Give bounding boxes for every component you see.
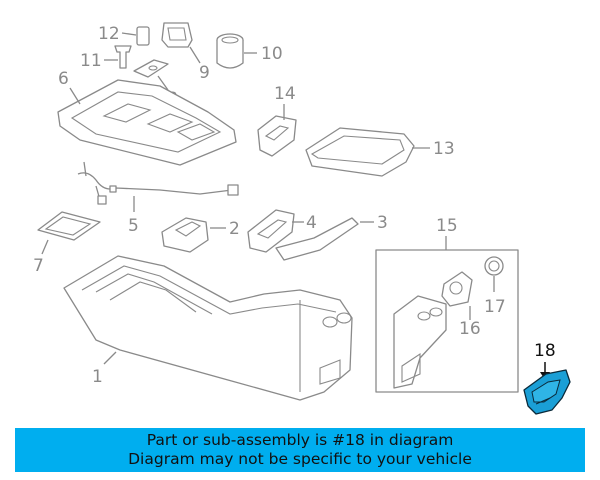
- callout-2: 2: [229, 219, 240, 239]
- part-1: 1: [63, 255, 353, 401]
- part-11: 11: [80, 45, 132, 71]
- part-10: 10: [216, 33, 283, 69]
- notice-line-2: Diagram may not be specific to your vehi…: [128, 450, 472, 468]
- callout-10: 10: [261, 44, 283, 64]
- parts-diagram: 12 11 9 10 8 6: [33, 22, 571, 415]
- notice-banner: Part or sub-assembly is #18 in diagram D…: [15, 428, 585, 472]
- callout-5: 5: [128, 216, 139, 236]
- callout-9: 9: [199, 63, 210, 83]
- part-18[interactable]: 18: [523, 341, 571, 415]
- part-6: 6: [57, 69, 237, 166]
- part-12: 12: [98, 24, 150, 46]
- callout-14: 14: [274, 84, 296, 104]
- callout-4: 4: [306, 213, 317, 233]
- part-9: 9: [161, 22, 210, 83]
- callout-1: 1: [92, 367, 103, 387]
- callout-18: 18: [534, 341, 556, 361]
- part-4: 4: [247, 209, 317, 253]
- callout-13: 13: [433, 139, 455, 159]
- callout-15: 15: [436, 216, 458, 236]
- part-5: 5: [77, 161, 239, 236]
- part-7: 7: [33, 211, 101, 276]
- notice-line-1: Part or sub-assembly is #18 in diagram: [146, 431, 454, 449]
- part-13: 13: [305, 127, 455, 177]
- callout-16: 16: [459, 319, 481, 339]
- part-16: 16: [441, 271, 481, 339]
- part-17: 17: [484, 256, 506, 317]
- callout-3: 3: [377, 213, 388, 233]
- callout-11: 11: [80, 51, 102, 71]
- part-3: 3: [275, 213, 388, 261]
- part-2: 2: [161, 217, 240, 253]
- callout-6: 6: [58, 69, 69, 89]
- part-14: 14: [257, 84, 297, 157]
- callout-17: 17: [484, 297, 506, 317]
- callout-12: 12: [98, 24, 120, 44]
- callout-7: 7: [33, 256, 44, 276]
